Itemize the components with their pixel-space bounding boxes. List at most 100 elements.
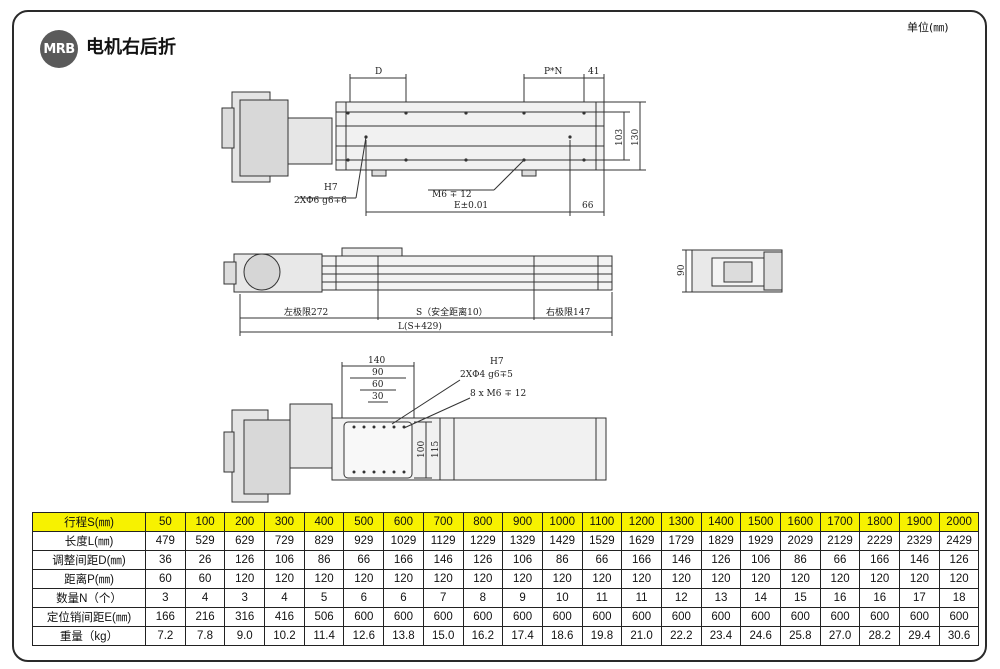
- side-view: 左极限272 S（安全距离10） 右极限147 L(S+429): [223, 247, 613, 336]
- total-length-label: L(S+429): [398, 321, 442, 332]
- table-cell: 27.0: [819, 626, 861, 646]
- table-cell: 1800: [859, 512, 901, 532]
- table-cell: 929: [343, 531, 385, 551]
- table-cell: 1429: [541, 531, 583, 551]
- table-cell: 600: [541, 607, 583, 627]
- table-cell: 4: [264, 588, 305, 608]
- table-cell: 300: [264, 512, 305, 532]
- table-cell: 2000: [938, 512, 980, 532]
- table-cell: 126: [700, 550, 742, 570]
- table-cell: 120: [541, 569, 583, 589]
- table-cell: 146: [422, 550, 464, 570]
- stroke-label: S（安全距离10）: [416, 306, 488, 318]
- table-cell: 2429: [938, 531, 980, 551]
- table-cell: 600: [819, 607, 861, 627]
- table-cell: 629: [224, 531, 266, 551]
- table-cell: 529: [184, 531, 226, 551]
- table-cell: 1900: [899, 512, 940, 532]
- table-cell: 1200: [621, 512, 662, 532]
- table-cell: 600: [502, 607, 543, 627]
- table-cell: 216: [184, 607, 226, 627]
- table-cell: 22.2: [660, 626, 702, 646]
- dim-90-carriage: 90: [372, 368, 384, 378]
- table-cell: 1829: [700, 531, 742, 551]
- table-cell: 120: [621, 569, 662, 589]
- table-cell: 600: [700, 607, 742, 627]
- table-cell: 16: [859, 588, 901, 608]
- table-cell: 120: [581, 569, 623, 589]
- table-cell: 36: [145, 550, 186, 570]
- table-cell: 3: [145, 588, 186, 608]
- table-cell: 120: [938, 569, 980, 589]
- table-cell: 600: [581, 607, 623, 627]
- dim-100: 100: [417, 441, 427, 458]
- model-badge: MRB: [40, 30, 78, 68]
- table-cell: 60: [184, 569, 226, 589]
- table-cell: 1700: [819, 512, 861, 532]
- table-cell: 400: [303, 512, 345, 532]
- table-cell: 86: [541, 550, 583, 570]
- table-cell: 120: [660, 569, 702, 589]
- table-cell: 600: [621, 607, 662, 627]
- table-cell: 7.8: [184, 626, 226, 646]
- note-h7: H7: [324, 183, 338, 193]
- table-cell: 1929: [740, 531, 781, 551]
- table-cell: 120: [303, 569, 345, 589]
- table-cell: 2329: [899, 531, 940, 551]
- table-cell: 479: [145, 531, 186, 551]
- table-cell: 2029: [780, 531, 821, 551]
- table-cell: 126: [938, 550, 980, 570]
- table-cell: 120: [780, 569, 821, 589]
- table-cell: 28.2: [859, 626, 901, 646]
- table-cell: 15.0: [422, 626, 464, 646]
- dim-130: 130: [631, 129, 641, 146]
- table-cell: 506: [303, 607, 345, 627]
- dim-90-end: 90: [677, 264, 687, 276]
- table-cell: 19.8: [581, 626, 623, 646]
- carriage-view: 140 90 60 30 H7 2XΦ4 g6∓5 8 x M6 ∓ 12 10…: [223, 356, 607, 503]
- table-cell: 146: [660, 550, 702, 570]
- table-cell: 600: [740, 607, 781, 627]
- table-cell: 120: [502, 569, 543, 589]
- table-cell: 12: [660, 588, 702, 608]
- table-cell: 86: [303, 550, 345, 570]
- table-cell: 10.2: [264, 626, 305, 646]
- table-cell: 29.4: [899, 626, 940, 646]
- row-label: 长度L(㎜): [32, 531, 146, 551]
- table-cell: 12.6: [343, 626, 385, 646]
- dim-30: 30: [372, 392, 384, 402]
- table-cell: 120: [422, 569, 464, 589]
- table-cell: 416: [264, 607, 305, 627]
- table-cell: 14: [740, 588, 781, 608]
- table-cell: 60: [145, 569, 186, 589]
- row-label: 定位销间距E(㎜): [32, 607, 146, 627]
- table-cell: 1600: [780, 512, 821, 532]
- table-cell: 829: [303, 531, 345, 551]
- table-cell: 120: [343, 569, 385, 589]
- table-cell: 600: [383, 607, 424, 627]
- table-cell: 8: [462, 588, 504, 608]
- top-view: D P*N 41 103 130 H7 2XΦ6 g6∓6 M6 ∓ 12 E±…: [221, 67, 646, 216]
- note-tap: 8 x M6 ∓ 12: [470, 389, 526, 399]
- table-cell: 316: [224, 607, 266, 627]
- table-cell: 1029: [383, 531, 424, 551]
- table-cell: 1229: [462, 531, 504, 551]
- table-cell: 600: [383, 512, 424, 532]
- note-pin: 2XΦ6 g6∓6: [294, 196, 347, 206]
- table-cell: 1300: [660, 512, 702, 532]
- table-cell: 50: [145, 512, 186, 532]
- table-cell: 21.0: [621, 626, 662, 646]
- page-title: 电机右后折: [86, 37, 176, 58]
- table-cell: 1100: [581, 512, 623, 532]
- table-cell: 1629: [621, 531, 662, 551]
- table-cell: 700: [422, 512, 464, 532]
- note-h7-carriage: H7: [490, 357, 504, 367]
- table-cell: 106: [740, 550, 781, 570]
- unit-label: 单位(㎜): [907, 21, 949, 34]
- dim-140: 140: [368, 356, 385, 366]
- dim-41: 41: [588, 67, 599, 77]
- table-cell: 200: [224, 512, 266, 532]
